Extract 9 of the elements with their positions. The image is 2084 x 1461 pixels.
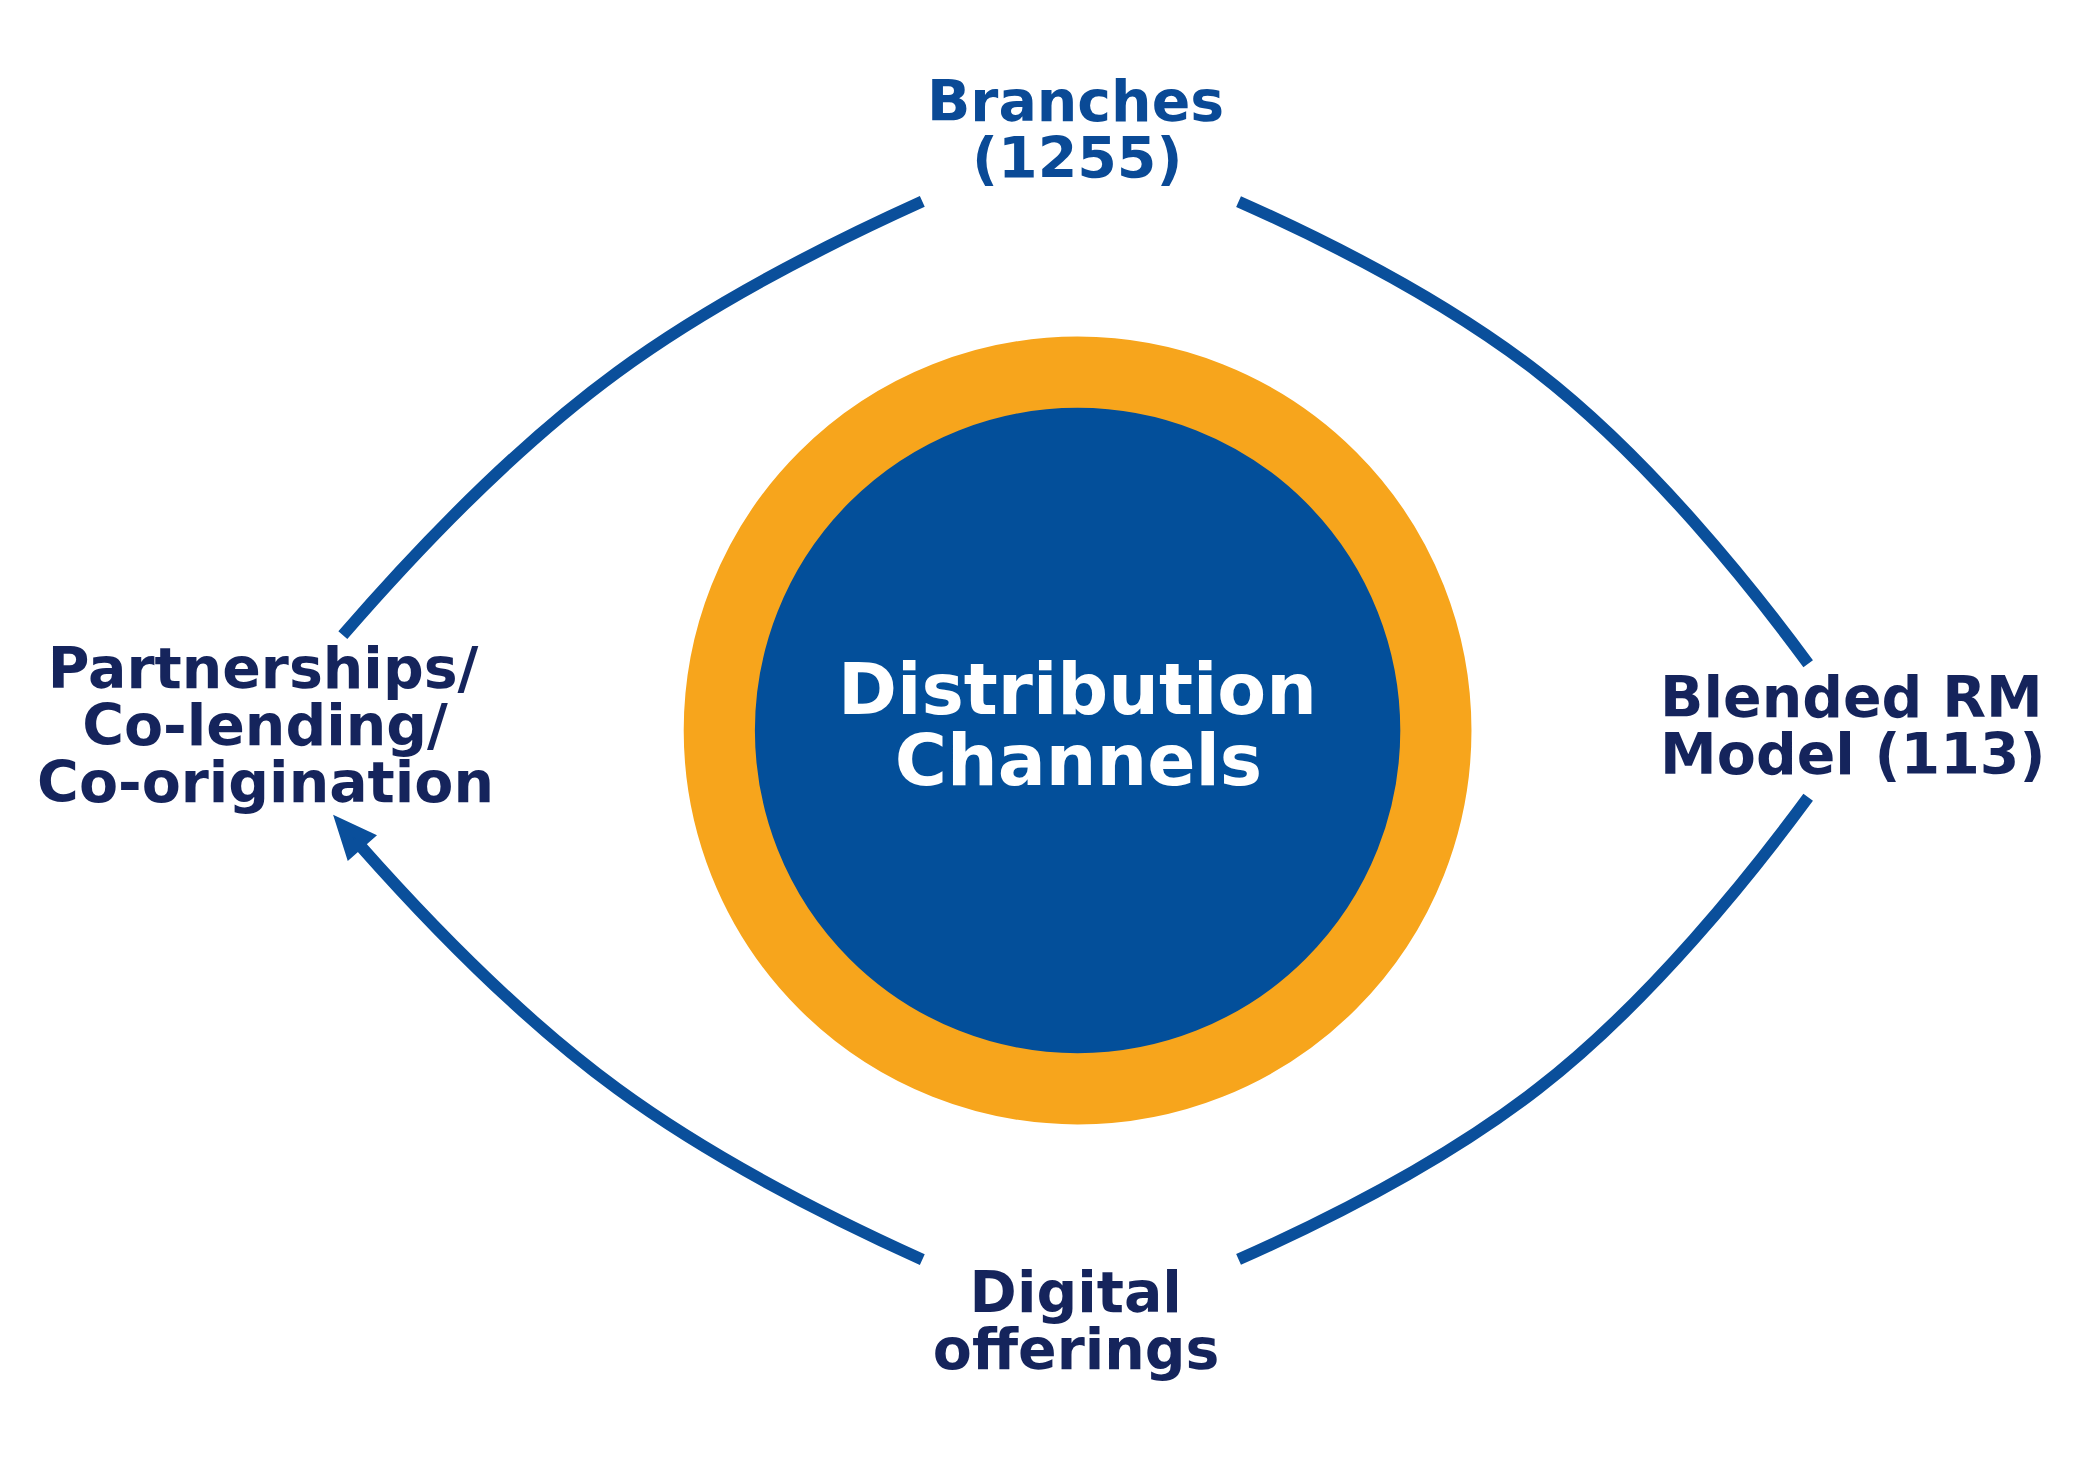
node-circle: Distribution Channels xyxy=(683,336,1472,1125)
connector xyxy=(1236,793,1813,1265)
connector xyxy=(1236,196,1813,668)
node-text: Branches (1255) xyxy=(926,68,1225,192)
node-text: Digital offerings xyxy=(932,1259,1220,1383)
arrow xyxy=(333,814,925,1265)
node-text: Partnerships/ Co-lending/ Co-origination xyxy=(37,635,494,816)
node-text: Blended RM Model (113) xyxy=(1660,663,2046,787)
connector xyxy=(338,196,925,640)
